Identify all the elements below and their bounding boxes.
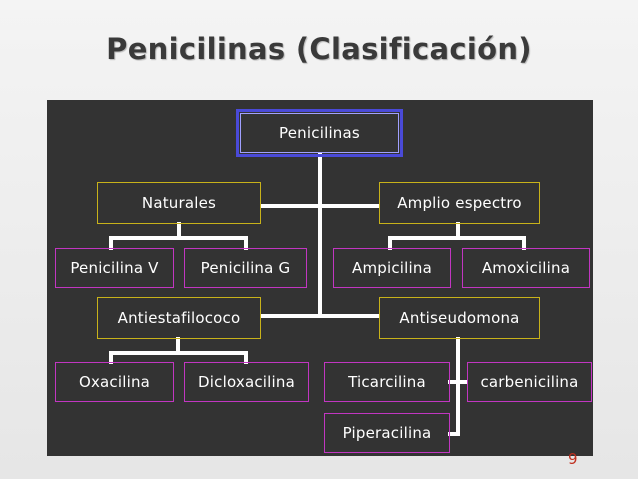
node-ticarcilina: Ticarcilina	[324, 362, 450, 402]
node-antiestafilococo: Antiestafilococo	[97, 297, 261, 339]
node-piperacilina: Piperacilina	[324, 413, 450, 453]
node-naturales: Naturales	[97, 182, 261, 224]
node-penicilinas: Penicilinas	[236, 109, 403, 157]
node-amoxicilina: Amoxicilina	[462, 248, 590, 288]
node-oxacilina: Oxacilina	[55, 362, 174, 402]
node-penicilina-v: Penicilina V	[55, 248, 174, 288]
page-number: 9	[568, 450, 578, 468]
node-dicloxacilina: Dicloxacilina	[184, 362, 309, 402]
node-penicilina-g: Penicilina G	[184, 248, 307, 288]
node-carbenicilina: carbenicilina	[467, 362, 592, 402]
node-ampicilina: Ampicilina	[333, 248, 451, 288]
slide-title: Penicilinas (Clasificación)	[106, 32, 532, 66]
node-amplio-espectro: Amplio espectro	[379, 182, 540, 224]
node-antiseudomona: Antiseudomona	[379, 297, 540, 339]
